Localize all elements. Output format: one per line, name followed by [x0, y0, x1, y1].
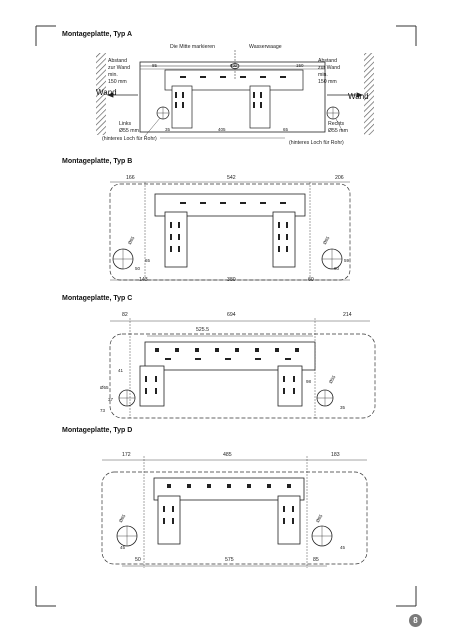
dim-b-60: 60 [308, 277, 314, 283]
dim-b-side: 59 [344, 258, 350, 263]
dim-d-side: 45 [120, 545, 126, 550]
dim-d-485: 485 [223, 452, 232, 458]
section-title-a: Montageplatte, Typ A [62, 31, 132, 38]
distance-right-line: min. [318, 72, 328, 78]
dim-d-172: 172 [122, 452, 131, 458]
dim-c-side: 35 [340, 405, 346, 410]
dim-c-525: 525.5 [196, 327, 209, 333]
wall-left-label: Wand [96, 88, 117, 97]
distance-right-line: Abstand [318, 58, 338, 64]
left-hole-block: Links Ø55 mm [119, 121, 139, 135]
dim-d-575: 575 [225, 557, 234, 563]
distance-right-line: 150 mm [318, 79, 337, 85]
dim-b-side: 50 [135, 266, 141, 271]
dim-d-50: 50 [135, 557, 141, 563]
right-hole-block: Rechts Ø55 mm [328, 121, 348, 135]
dim-a-35: 35 [165, 127, 171, 132]
page-number: 8 [409, 614, 422, 627]
dim-a-405: 405 [218, 127, 226, 132]
dim-a-150: 150 [296, 63, 304, 68]
dim-d-85: 85 [313, 557, 319, 563]
dim-a-622: 622 [230, 63, 238, 68]
distance-left-block: Abstand zur Wand min. 150 mm [108, 58, 130, 86]
dim-c-side: 73 [100, 408, 106, 413]
dim-c-214: 214 [343, 312, 352, 318]
right-hole-line: Rechts [328, 121, 345, 127]
dim-b-166: 166 [126, 175, 135, 181]
mark-center-label: Die Mitte markieren [170, 44, 215, 50]
dim-c-694: 694 [227, 312, 236, 318]
distance-right-block: Abstand zur Wand min. 150 mm [318, 58, 340, 86]
water-level-label: Wasserwaage [249, 44, 282, 50]
dim-b-206: 206 [335, 175, 344, 181]
left-hole-line: Ø55 mm [119, 128, 139, 134]
left-hole-note: (hinteres Loch für Rohr) [102, 136, 157, 142]
dim-b-side: 65 [145, 258, 151, 263]
dim-a-65: 65 [283, 127, 289, 132]
distance-left-line: 150 mm [108, 79, 127, 85]
distance-left-line: Abstand [108, 58, 128, 64]
dim-d-side: 45 [340, 545, 346, 550]
right-hole-note: (hinteres Loch für Rohr) [289, 140, 344, 146]
hole-c-left-label: Ø55 [100, 385, 109, 390]
dim-c-side: 41 [118, 368, 124, 373]
left-hole-line: Links [119, 121, 132, 127]
distance-left-line: zur Wand [108, 65, 131, 71]
dim-b-143: 143 [139, 277, 148, 283]
section-title-c: Montageplatte, Typ C [62, 295, 133, 302]
section-title-d: Montageplatte, Typ D [62, 427, 133, 434]
dim-b-380: 380 [227, 277, 236, 283]
dim-d-183: 183 [331, 452, 340, 458]
distance-right-line: zur Wand [318, 65, 341, 71]
dim-a-85: 85 [152, 63, 158, 68]
right-wall-hatch [364, 53, 374, 135]
left-wall-hatch [96, 53, 106, 135]
dim-c-side: 37 [108, 397, 114, 402]
section-title-b: Montageplatte, Typ B [62, 158, 133, 165]
distance-left-line: min. [108, 72, 118, 78]
dim-c-side: 98 [306, 379, 312, 384]
dim-b-542: 542 [227, 175, 236, 181]
right-hole-line: Ø55 mm [328, 128, 348, 134]
dim-c-82: 82 [122, 312, 128, 318]
wall-right-label: Wand [348, 92, 369, 101]
dim-b-side: 60 [334, 266, 340, 271]
